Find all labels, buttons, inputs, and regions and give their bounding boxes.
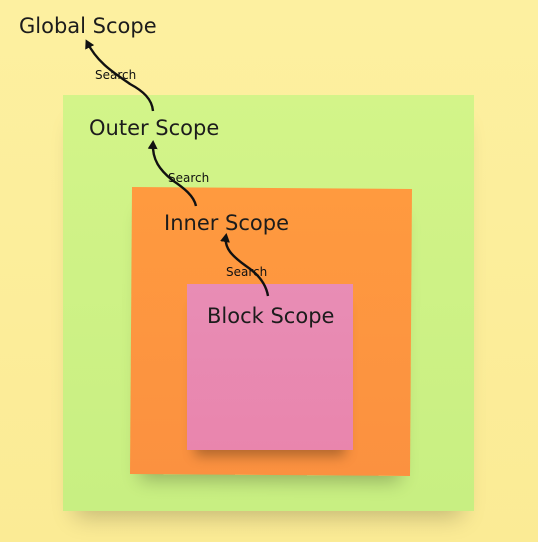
arrow-inner-to-outer [147,140,198,207]
arrow-block-to-inner [220,233,270,297]
block-scope-note [187,284,353,450]
search-label-block-to-inner: Search [226,265,268,279]
outer-scope-label: Outer Scope [89,116,220,140]
arrow-outer-to-global [85,39,155,112]
block-scope-label: Block Scope [207,304,335,328]
search-label-outer-to-global: Search [95,68,137,82]
global-scope-label: Global Scope [19,14,157,38]
inner-scope-label: Inner Scope [164,211,290,235]
search-label-inner-to-outer: Search [168,171,210,185]
